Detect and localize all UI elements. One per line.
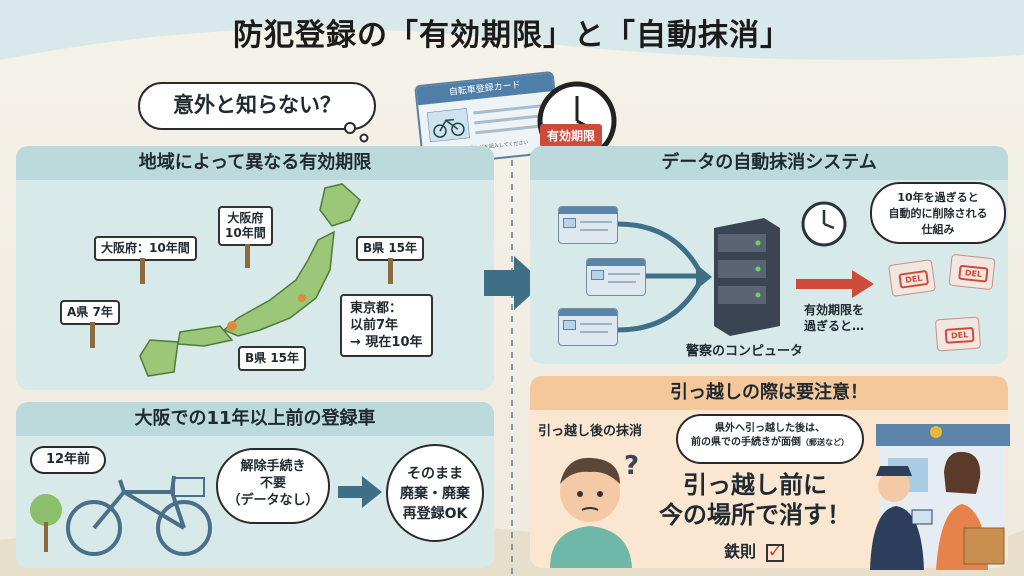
result-circle: そのまま 廃棄・廃棄 再登録OK	[386, 444, 484, 542]
sign-osaka-new-line1: 大阪府	[227, 211, 264, 225]
age-bubble-text: 12年前	[45, 452, 91, 467]
data-card	[558, 206, 618, 244]
flow-arrow-icon	[484, 256, 544, 310]
auto-delete-note-line2: 自動的に削除される	[888, 207, 988, 220]
arrow-right-icon	[338, 476, 382, 508]
expiry-caption-line2: 過ぎると…	[804, 319, 865, 333]
auto-delete-note-line1: 10年を過ぎると	[897, 191, 979, 204]
server-label: 警察のコンピュータ	[686, 344, 804, 359]
result-line2: 廃棄・廃棄	[400, 486, 470, 502]
sign-osaka-old: 大阪府：10年間	[94, 236, 197, 261]
del-stamp: DEL	[958, 264, 989, 283]
osaka-panel-title: 大阪での11年以上前の登録車	[16, 402, 494, 436]
move-warning-bubble: 県外へ引っ越した後は、 前の県での手続きが面倒（郵送など）	[676, 414, 864, 464]
expiry-caption: 有効期限を 過ぎると…	[804, 302, 864, 334]
move-panel-title: 引っ越しの際は要注意！	[530, 376, 1008, 410]
sign-tokyo-line1: 東京都：	[350, 301, 403, 316]
region-panel-title: 地域によって異なる有効期限	[16, 146, 494, 180]
sign-post	[140, 258, 145, 284]
no-procedure-line2: 不要	[259, 476, 286, 491]
expiry-badge: 有効期限	[540, 124, 603, 147]
result-line1: そのまま	[407, 466, 463, 482]
bubble-tail-icon	[344, 122, 369, 143]
deleted-card: DEL	[887, 259, 937, 297]
move-subtitle: 引っ越し後の抹消	[538, 424, 643, 439]
no-procedure-line3: （データなし）	[227, 493, 319, 508]
sign-b-pref-south-text: B県 15年	[245, 351, 300, 365]
sign-tokyo-line3: → 現在10年	[350, 335, 423, 350]
delete-arrow-icon	[796, 270, 874, 298]
auto-delete-note: 10年を過ぎると 自動的に削除される 仕組み	[870, 182, 1006, 244]
merge-arrows-icon	[617, 221, 712, 333]
rule-label-text: 鉄則	[724, 542, 757, 561]
move-headline-line2: 今の場所で消す！	[659, 501, 851, 529]
sign-a-pref: A県 7年	[60, 300, 120, 325]
rule-label: 鉄則 ✓	[724, 538, 784, 562]
no-procedure-line1: 解除手続き	[240, 459, 306, 474]
move-warning-line2-main: 前の県での手続きが面倒	[691, 437, 801, 448]
age-bubble: 12年前	[30, 446, 106, 474]
sign-b-pref-north-text: B県 15年	[363, 241, 418, 255]
move-headline: 引っ越し前に 今の場所で消す！	[640, 470, 870, 530]
data-card	[558, 308, 618, 346]
police-scene-icon	[870, 424, 1010, 570]
move-warning-line2-note: （郵送など）	[801, 438, 849, 447]
intro-bubble: 意外と知らない？	[138, 82, 376, 130]
move-headline-line1: 引っ越し前に	[683, 471, 827, 499]
sign-tokyo-line2: 以前7年	[350, 318, 399, 333]
move-warning-line1: 県外へ引っ越した後は、	[715, 423, 825, 434]
move-warning-line2: 前の県での手続きが面倒（郵送など）	[678, 436, 862, 450]
sign-b-pref-south: B県 15年	[238, 346, 307, 371]
deleted-card: DEL	[948, 253, 996, 291]
sign-osaka-new-line2: 10年間	[225, 226, 266, 240]
japan-map	[139, 183, 361, 377]
worried-person-icon: ?	[550, 451, 639, 568]
system-panel-title: データの自動抹消システム	[530, 146, 1008, 180]
clock-small-icon	[801, 201, 847, 247]
sign-post	[90, 322, 95, 348]
del-stamp: DEL	[944, 326, 975, 344]
sign-post	[245, 244, 250, 268]
sign-a-pref-text: A県 7年	[67, 305, 113, 319]
page-title: 防犯登録の「有効期限」と「自動抹消」	[233, 18, 791, 53]
server-icon	[714, 218, 780, 336]
sign-osaka-new: 大阪府 10年間	[218, 206, 273, 246]
result-line3: 再登録OK	[402, 506, 468, 522]
sign-post	[388, 258, 393, 284]
old-bicycle-icon	[30, 475, 212, 556]
deleted-card: DEL	[934, 316, 982, 352]
svg-text:?: ?	[624, 451, 639, 481]
del-stamp: DEL	[898, 269, 930, 289]
sign-tokyo: 東京都： 以前7年 → 現在10年	[340, 294, 433, 357]
registration-card: 自転車登録カード 自転車の種類や番号などを記入してください	[414, 70, 562, 168]
data-card	[586, 258, 646, 296]
checkbox-icon: ✓	[765, 540, 784, 562]
no-procedure-bubble: 解除手続き 不要 （データなし）	[216, 448, 330, 524]
expiry-caption-line1: 有効期限を	[804, 303, 865, 317]
bicycle-icon	[426, 108, 470, 143]
auto-delete-note-line3: 仕組み	[921, 223, 955, 236]
sign-osaka-old-text: 大阪府：10年間	[101, 241, 190, 255]
intro-bubble-text: 意外と知らない？	[173, 93, 341, 117]
